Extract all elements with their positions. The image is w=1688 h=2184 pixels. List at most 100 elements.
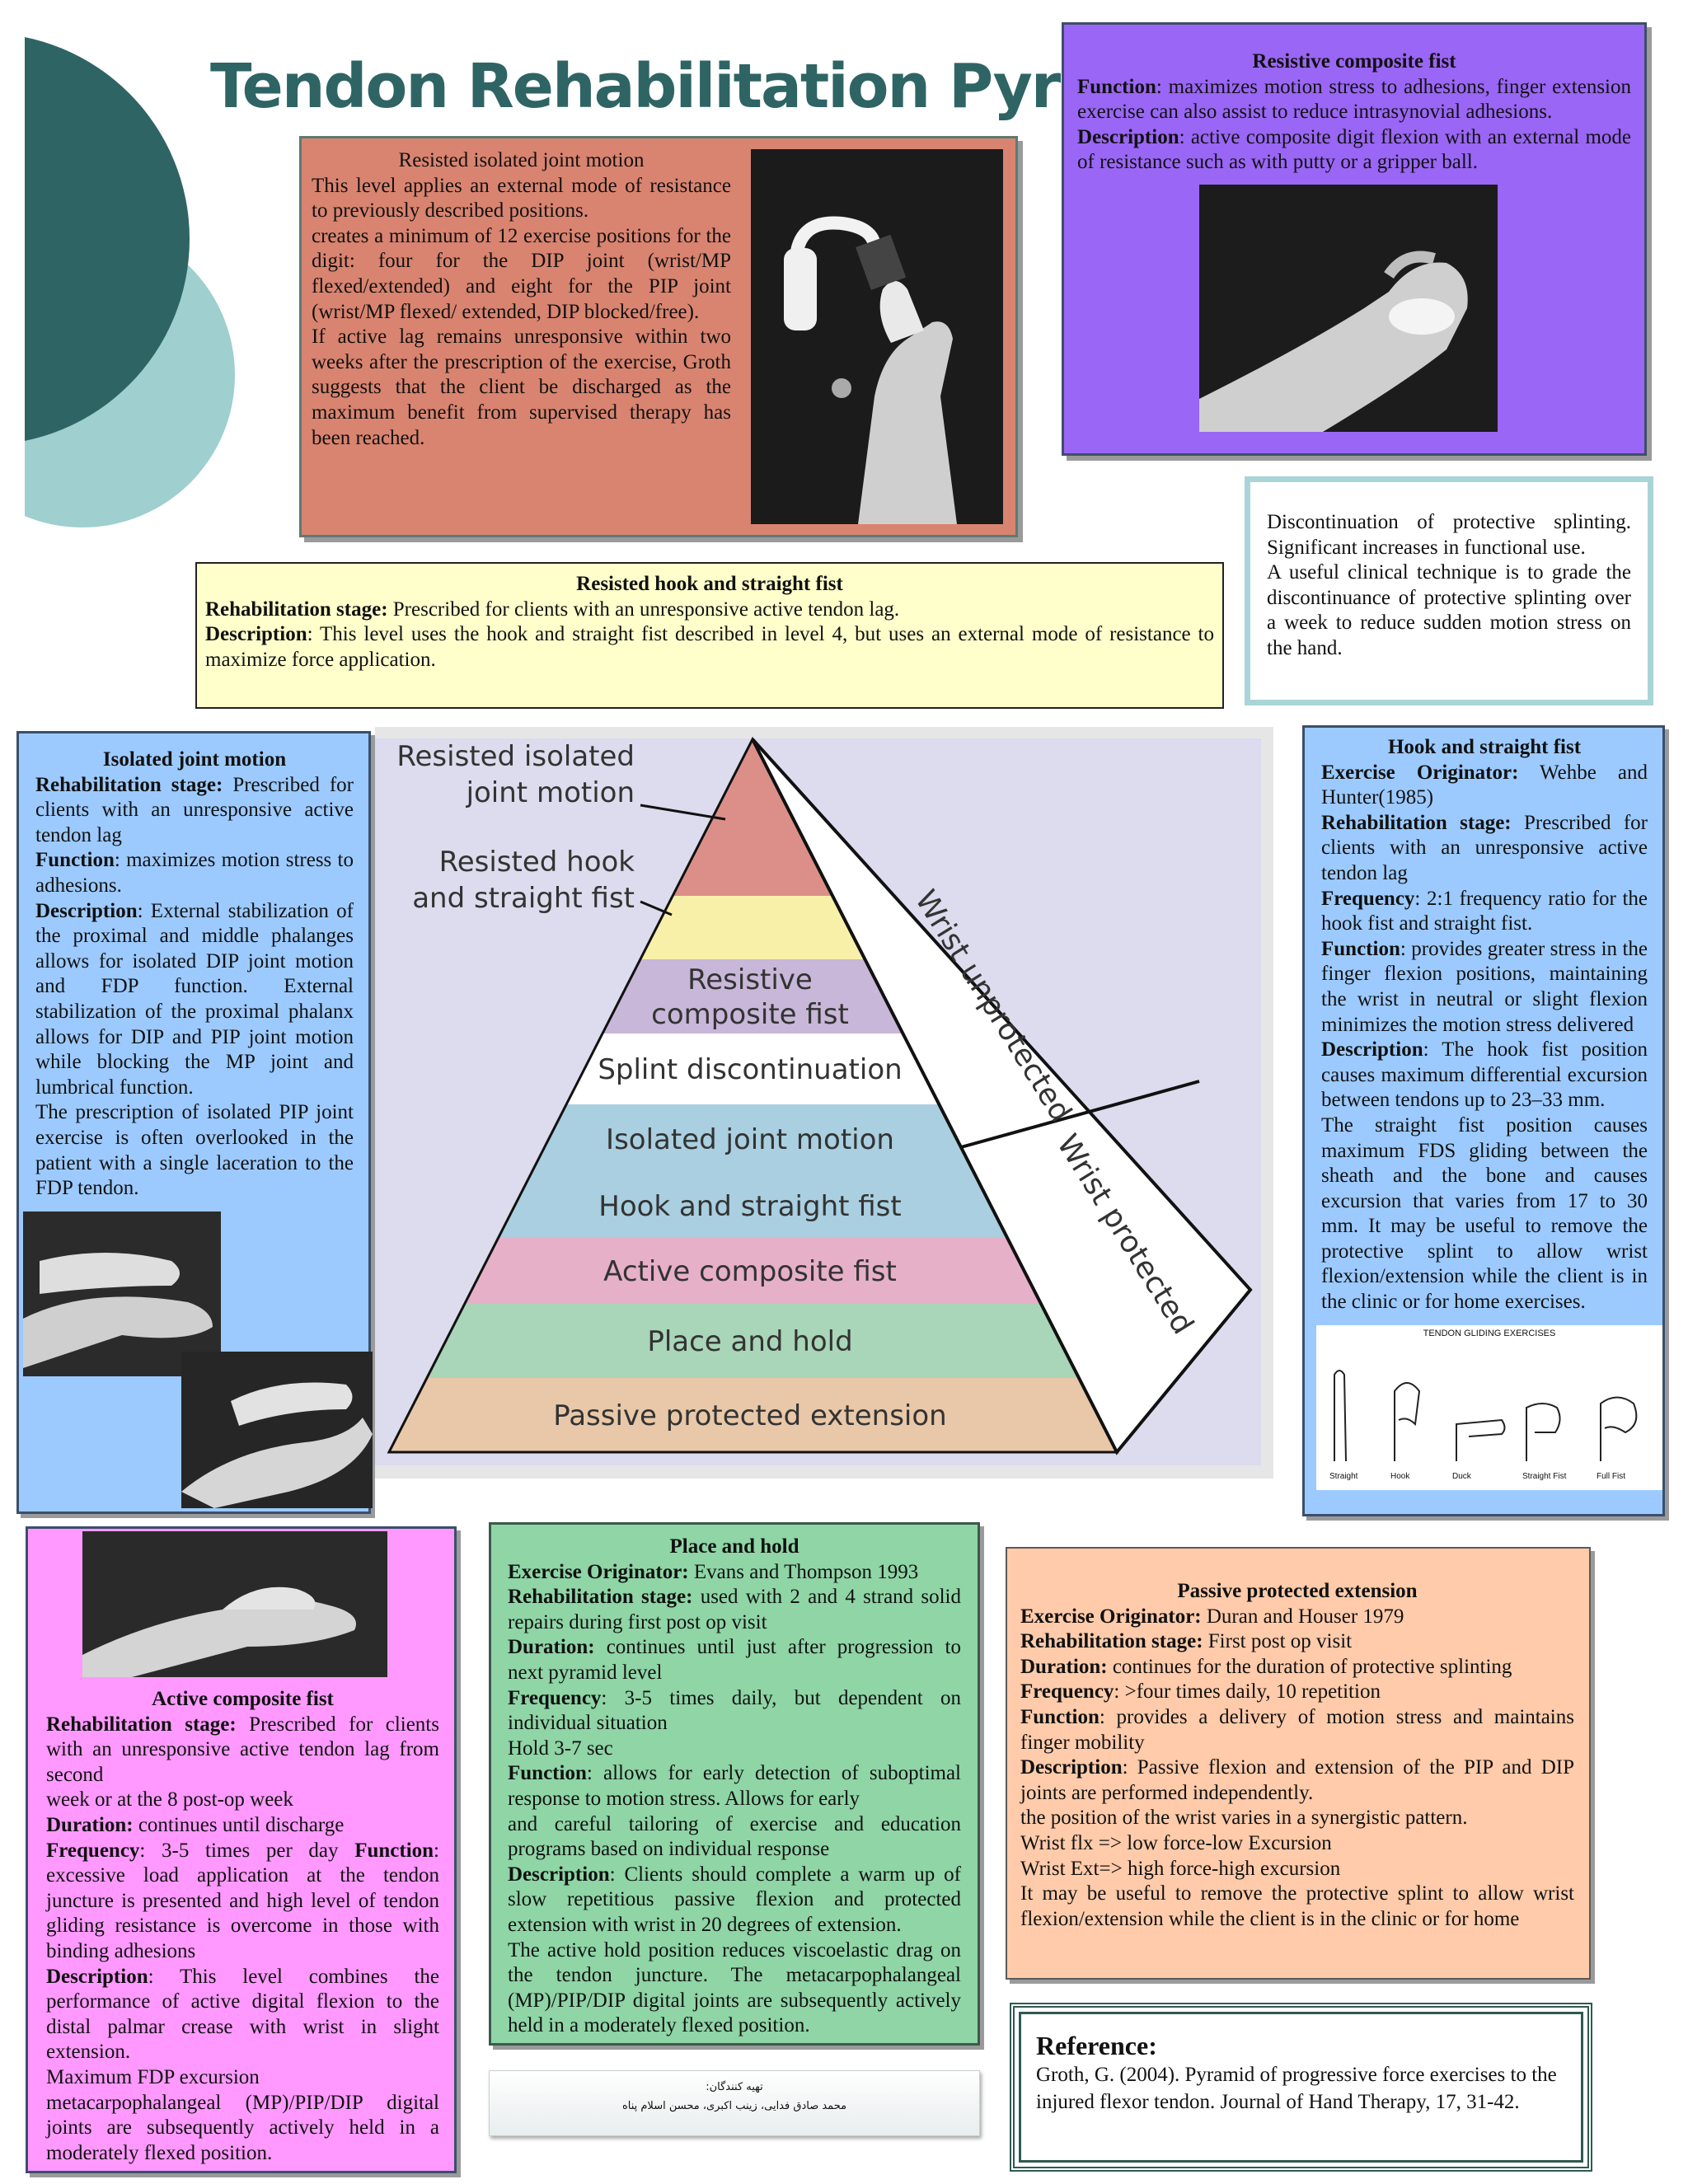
active-description-text: : This level combines the performance of…	[46, 1965, 439, 2064]
active-heading: Active composite fist	[152, 1688, 334, 1710]
resisted-isolated-heading: Resisted isolated joint motion	[398, 149, 645, 171]
active-p-week: week or at the 8 post-op week	[46, 1788, 293, 1811]
passive-description-label: Description	[1020, 1756, 1123, 1779]
pyramid-band	[531, 1104, 975, 1174]
active-function-text: : excessive load application at the tend…	[46, 1839, 439, 1962]
pyramid-level-label: Splint discontinuation	[598, 1053, 902, 1086]
splint-p1: Discontinuation of protective splinting.…	[1267, 511, 1631, 559]
passive-frequency-text: : >four times daily, 10 repetition	[1114, 1680, 1381, 1704]
passive-p-wrist: the position of the wrist varies in a sy…	[1020, 1807, 1468, 1830]
gliding-label: Straight Fist	[1522, 1472, 1567, 1481]
resisted-isolated-p3: If active lag remains unresponsive withi…	[312, 326, 731, 449]
callout-leader	[640, 804, 726, 821]
pyramid-level-label: Isolated joint motion	[606, 1123, 894, 1156]
authors-label: تهیه کنندگان:	[706, 2081, 763, 2093]
place-duration-text: continues until just after progression t…	[508, 1636, 961, 1684]
reference-box: Reference: Groth, G. (2004). Pyramid of …	[1010, 2003, 1592, 2172]
active-p-fdp: Maximum FDP excursion	[46, 2065, 260, 2088]
decorative-circles	[0, 33, 235, 527]
passive-originator-label: Exercise Originator:	[1020, 1605, 1202, 1628]
active-p-last: metacarpophalangeal (MP)/PIP/DIP digital…	[46, 2091, 439, 2164]
gliding-label: Hook	[1390, 1472, 1410, 1481]
place-function-text: : allows for early detection of suboptim…	[508, 1762, 961, 1810]
hook-function-text: : provides greater stress in the finger …	[1321, 937, 1648, 1036]
callout-leader	[640, 900, 673, 916]
place-hold-box: Place and hold Exercise Originator: Evan…	[489, 1522, 980, 2046]
fist-putty-photo	[1199, 185, 1498, 432]
resisted-hook-heading: Resisted hook and straight fist	[576, 573, 843, 595]
pyramid-band	[673, 739, 833, 896]
place-duration-label: Duration:	[508, 1636, 595, 1659]
passive-function-text: : provides a delivery of motion stress a…	[1020, 1705, 1574, 1754]
splint-p2: A useful clinical technique is to grade …	[1267, 561, 1631, 659]
place-description-text: : Clients should complete a warm up of s…	[508, 1863, 961, 1936]
gliding-label: Straight	[1329, 1472, 1358, 1481]
isolated-heading: Isolated joint motion	[102, 748, 287, 771]
isolated-function-label: Function	[35, 849, 115, 872]
isolated-joint-box: Isolated joint motion Rehabilitation sta…	[16, 731, 371, 1514]
active-stage-text: Prescribed for clients with an unrespons…	[46, 1713, 439, 1786]
place-heading: Place and hold	[669, 1535, 799, 1558]
resistive-description-label: Description	[1077, 125, 1179, 148]
isolated-function-text: : maximizes motion stress to adhesions.	[35, 849, 354, 897]
isolated-stage-label: Rehabilitation stage:	[35, 773, 223, 796]
pyramid-level-label: Resistive	[687, 963, 813, 996]
passive-stage-label: Rehabilitation stage:	[1020, 1630, 1203, 1653]
place-function-label: Function	[508, 1762, 587, 1785]
passive-description-text: : Passive flexion and extension of the P…	[1020, 1756, 1574, 1804]
active-fist-photo	[82, 1531, 387, 1677]
pyramid-band	[602, 959, 903, 1033]
place-p-last: The active hold position reduces viscoel…	[508, 1938, 961, 2037]
hook-heading: Hook and straight fist	[1387, 736, 1582, 758]
callout-label: Resisted hook	[439, 846, 635, 879]
active-function-label: Function	[354, 1839, 434, 1862]
pyramid-band	[464, 1238, 1042, 1304]
resisted-isolated-p1: This level applies an external mode of r…	[312, 174, 731, 223]
passive-p-last: It may be useful to remove the protectiv…	[1020, 1882, 1574, 1930]
hook-hand-sketch	[1394, 1382, 1421, 1461]
active-description-label: Description	[46, 1965, 148, 1988]
wrist-triangle	[751, 738, 1253, 1455]
resisted-hook-box: Resisted hook and straight fist Rehabili…	[195, 562, 1224, 709]
full-fist-sketch	[1600, 1396, 1638, 1461]
passive-duration-label: Duration:	[1020, 1655, 1108, 1678]
resisted-isolated-box: Resisted isolated joint motion This leve…	[299, 136, 1018, 537]
passive-duration-text: continues for the duration of protective…	[1107, 1655, 1512, 1678]
authors-box: تهیه کنندگان: محمد صادق فدایی، زینب اکبر…	[489, 2070, 980, 2136]
passive-p-flx: Wrist flx => low force-low Excursion	[1020, 1831, 1332, 1854]
active-duration-text: continues until discharge	[133, 1813, 345, 1836]
active-duration-label: Duration:	[46, 1813, 134, 1836]
isolated-description-label: Description	[35, 899, 138, 922]
reference-text: Groth, G. (2004). Pyramid of progressive…	[1036, 2064, 1557, 2113]
gliding-label: Duck	[1452, 1472, 1471, 1481]
resisted-isolated-p2: creates a minimum of 12 exercise positio…	[312, 224, 731, 323]
splint-discontinuation-box: Discontinuation of protective splinting.…	[1245, 476, 1653, 705]
place-stage-text: used with 2 and 4 strand solid repairs d…	[508, 1586, 961, 1633]
callout-label: Resisted isolated	[396, 740, 635, 773]
place-hold: Hold 3-7 sec	[508, 1736, 613, 1760]
pyramid-level-label: composite fist	[651, 998, 849, 1031]
passive-originator-text: Duran and Houser 1979	[1201, 1605, 1404, 1628]
isolated-finger-photo-1	[23, 1212, 221, 1376]
active-composite-box: Active composite fist Rehabilitation sta…	[26, 1526, 457, 2173]
place-originator-text: Evans and Thompson 1993	[688, 1560, 919, 1583]
active-frequency-text: : 3-5 times per day	[139, 1839, 355, 1862]
place-originator-label: Exercise Originator:	[508, 1560, 689, 1583]
hook-description-label: Description	[1321, 1038, 1423, 1062]
hook-function-label: Function	[1321, 937, 1400, 960]
callout-label: joint motion	[466, 776, 635, 809]
resistive-function-label: Function	[1077, 75, 1156, 98]
hook-frequency-text: : 2:1 frequency ratio for the hook fist …	[1321, 887, 1648, 935]
hook-description-text: : The hook fist position causes maximum …	[1321, 1038, 1648, 1112]
pyramid-band	[640, 896, 865, 959]
duck-hand-sketch	[1456, 1418, 1506, 1461]
hook-stage-label: Rehabilitation stage:	[1321, 811, 1512, 834]
pyramid-band	[389, 1378, 1117, 1452]
hook-p-last: The straight fist position causes maximu…	[1321, 1113, 1648, 1314]
resistive-description-text: : active composite digit flexion with an…	[1077, 125, 1631, 174]
isolated-description-text: : External stabilization of the proximal…	[35, 899, 354, 1099]
callout-label: and straight fist	[412, 882, 635, 915]
